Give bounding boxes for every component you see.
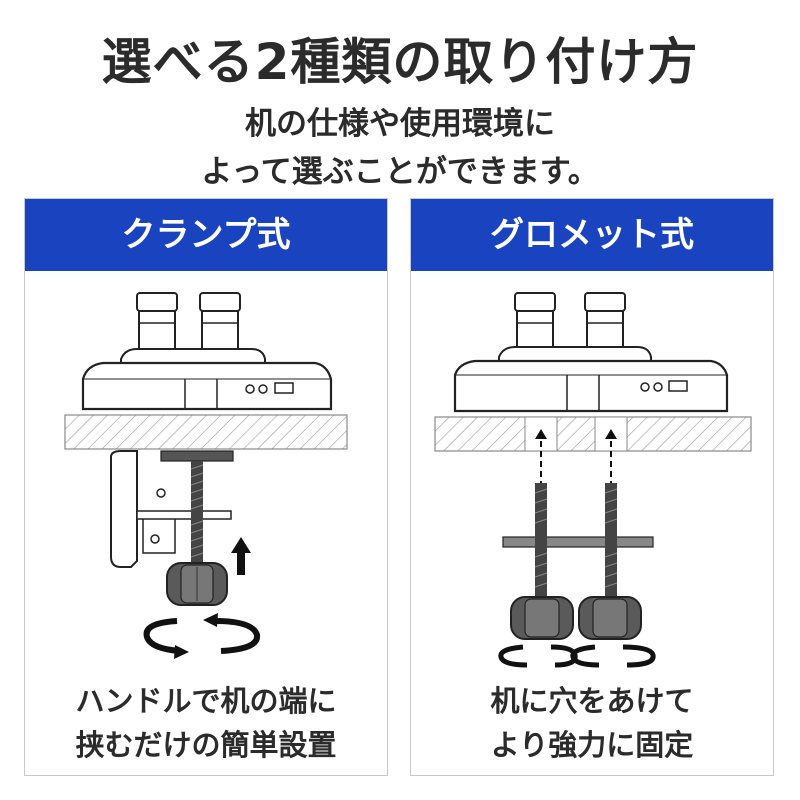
grommet-caption: 机に穴をあけて より強力に固定 <box>411 679 773 767</box>
clamp-caption-line-1: ハンドルで机の端に <box>75 684 337 718</box>
rotation-arrows-icon <box>143 618 261 654</box>
pole-left-icon <box>136 292 178 352</box>
pole-left-icon <box>514 292 556 350</box>
page-title: 選べる2種類の取り付け方 <box>101 33 699 91</box>
threaded-rod-left-icon <box>535 483 547 603</box>
grommet-panel: グロメット式 <box>410 198 774 776</box>
knob-right-icon <box>578 596 642 640</box>
base-unit-icon <box>81 348 333 411</box>
clamp-panel-header: クランプ式 <box>25 199 387 271</box>
subtitle: 机の仕様や使用環境に よって選ぶことができます。 <box>0 100 800 196</box>
clamp-illustration <box>64 292 348 659</box>
desk-section <box>64 414 348 450</box>
threaded-rod-right-icon <box>605 483 617 603</box>
knob-left-icon <box>510 596 574 640</box>
grommet-illustration <box>434 292 752 668</box>
clamp-caption-line-2: 挟むだけの簡単設置 <box>75 728 337 762</box>
subtitle-line-2: よって選ぶことができます。 <box>201 154 599 190</box>
base-unit-icon <box>453 346 729 413</box>
pole-right-icon <box>199 292 241 352</box>
grommet-caption-line-1: 机に穴をあけて <box>490 684 694 718</box>
pole-right-icon <box>584 292 626 350</box>
rotation-arrows-left-icon <box>498 644 578 668</box>
grommet-caption-line-2: より強力に固定 <box>490 728 694 762</box>
desk-section <box>434 416 752 452</box>
clamp-panel: クランプ式 <box>24 198 388 776</box>
rotation-arrows-right-icon <box>570 644 656 668</box>
knob-icon <box>166 562 228 606</box>
grommet-plate-icon <box>502 536 654 548</box>
subtitle-line-1: 机の仕様や使用環境に <box>245 106 555 142</box>
clamp-bracket-icon <box>110 450 138 568</box>
up-arrow-icon <box>231 537 251 575</box>
clamp-caption: ハンドルで机の端に 挟むだけの簡単設置 <box>25 679 387 767</box>
grommet-panel-header: グロメット式 <box>411 199 773 271</box>
